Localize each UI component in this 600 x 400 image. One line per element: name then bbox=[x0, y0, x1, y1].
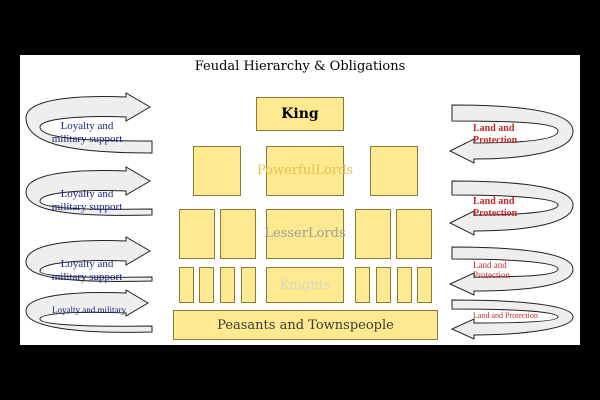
left-loop-arrow-2 bbox=[25, 166, 153, 216]
lesser-lord-box-2 bbox=[220, 209, 256, 259]
slide: Feudal Hierarchy & Obligations Loyalty a… bbox=[20, 55, 580, 345]
lesser-lord-box-1 bbox=[179, 209, 215, 259]
knight-box-6 bbox=[376, 267, 391, 303]
king-box: King bbox=[256, 97, 344, 131]
powerful-lords-box: Powerful Lords bbox=[257, 146, 353, 196]
knight-box-4 bbox=[241, 267, 256, 303]
right-label-3-line-2: Protection bbox=[473, 270, 510, 281]
lesser-lords-box: Lesser Lords bbox=[264, 209, 346, 259]
right-loop-arrow-3 bbox=[448, 246, 574, 296]
knights-box: Knights bbox=[266, 267, 344, 303]
left-label-3-line-1: Loyalty and bbox=[60, 258, 114, 270]
powerful-lord-box-left bbox=[193, 146, 241, 196]
right-loop-arrow-4 bbox=[450, 299, 574, 340]
knight-box-1 bbox=[179, 267, 194, 303]
diagram-title: Feudal Hierarchy & Obligations bbox=[194, 59, 406, 74]
right-loop-arrow-1 bbox=[448, 104, 574, 164]
knight-box-8 bbox=[417, 267, 432, 303]
right-label-3: Land and Protection bbox=[473, 260, 510, 281]
powerful-lord-box-right bbox=[370, 146, 418, 196]
lesser-lords-line-2: Lords bbox=[307, 225, 346, 241]
lesser-lords-line-1: Lesser bbox=[264, 225, 308, 241]
powerful-lords-line-1: Powerful bbox=[256, 162, 316, 178]
powerful-lords-line-2: Lords bbox=[315, 162, 354, 178]
left-label-4: Loyalty and military bbox=[44, 305, 134, 315]
right-loop-arrow-2 bbox=[448, 180, 574, 236]
right-label-2: Land and Protection bbox=[473, 196, 517, 219]
lesser-lord-box-3 bbox=[355, 209, 391, 259]
left-arrows bbox=[25, 92, 153, 333]
right-label-1: Land and Protection bbox=[473, 123, 517, 146]
right-label-2-line-1: Land and bbox=[473, 196, 515, 207]
knight-box-3 bbox=[220, 267, 235, 303]
left-label-4-line-1: Loyalty and military bbox=[52, 305, 126, 315]
left-label-1-line-2: military support bbox=[51, 132, 123, 145]
right-label-1-line-1: Land and bbox=[473, 123, 515, 134]
right-label-1-line-2: Protection bbox=[473, 134, 518, 146]
knight-box-2 bbox=[199, 267, 214, 303]
left-label-1-line-1: Loyalty and bbox=[60, 120, 114, 132]
left-loop-arrow-3 bbox=[25, 236, 153, 282]
knight-box-5 bbox=[355, 267, 370, 303]
right-label-2-line-2: Protection bbox=[473, 207, 518, 219]
right-arrows bbox=[448, 104, 574, 340]
left-label-2: Loyalty and military support bbox=[42, 188, 132, 213]
left-label-2-line-1: Loyalty and bbox=[60, 188, 114, 200]
left-label-1: Loyalty and military support bbox=[42, 120, 132, 145]
left-loop-arrow-4 bbox=[25, 289, 153, 333]
left-label-2-line-2: military support bbox=[51, 200, 123, 213]
right-label-4-line-1: Land and Protection bbox=[473, 311, 538, 320]
right-label-4: Land and Protection bbox=[473, 311, 538, 320]
peasants-box: Peasants and Townspeople bbox=[173, 310, 438, 340]
lesser-lord-box-4 bbox=[396, 209, 432, 259]
left-loop-arrow-1 bbox=[25, 92, 153, 154]
knight-box-7 bbox=[397, 267, 412, 303]
left-label-3-line-2: military support bbox=[51, 270, 123, 283]
left-label-3: Loyalty and military support bbox=[42, 258, 132, 283]
right-label-3-line-1: Land and bbox=[473, 260, 507, 270]
